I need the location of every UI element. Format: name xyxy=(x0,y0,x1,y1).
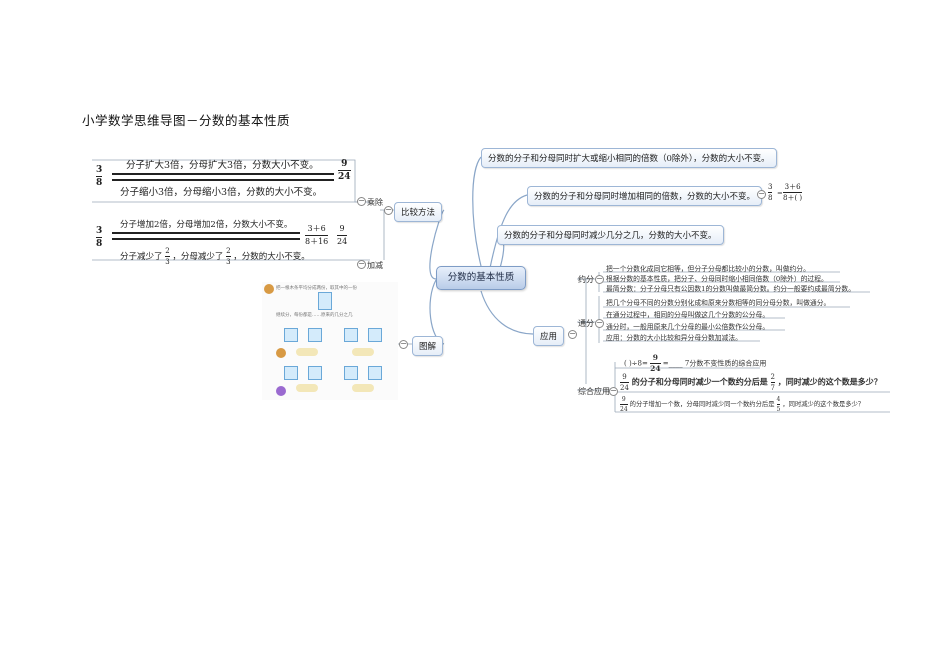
collapse-toggle-application[interactable]: − xyxy=(568,329,577,339)
common-item-4: 应用：分数的大小比较和异分母分数加减法。 xyxy=(606,334,742,342)
mul-div-bottom-text: 分子缩小3倍，分母缩小3倍，分数的大小不变。 xyxy=(120,187,323,198)
branch-reduce[interactable]: 约分 xyxy=(578,275,594,284)
page-title: 小学数学思维导图－分数的基本性质 xyxy=(82,113,291,128)
mul-div-arrow-left xyxy=(112,179,334,181)
illustration-strip xyxy=(318,292,332,310)
add-sub-arrow-right xyxy=(112,232,300,234)
grid-cell xyxy=(308,328,322,342)
grid-cell xyxy=(368,366,382,380)
reduce-item-1: 把一个分数化成同它相等，但分子分母都比较小的分数，叫做约分。 xyxy=(606,265,810,273)
add-sub-arrow-left xyxy=(112,238,300,240)
equation-tag xyxy=(352,384,374,392)
add-sub-top-text: 分子增加2倍，分母增加2倍，分数大小不变。 xyxy=(120,220,293,230)
collapse-toggle-diagram[interactable]: − xyxy=(399,339,408,349)
grid-cell xyxy=(344,366,358,380)
branch-diagram[interactable]: 图解 xyxy=(412,336,444,356)
branch-application[interactable]: 应用 xyxy=(533,326,565,346)
grid-cell xyxy=(368,328,382,342)
equation-tag xyxy=(352,348,374,356)
collapse-toggle-compare[interactable]: − xyxy=(384,205,393,215)
mul-div-arrow-right xyxy=(112,173,334,175)
reduce-item-2: 根据分数的基本性质，把分子、分母同时缩小相同倍数（0除外）的过程。 xyxy=(606,275,828,283)
common-item-3: 通分时，一般用原来几个分母的最小公倍数作公分母。 xyxy=(606,323,770,331)
grid-cell xyxy=(308,366,322,380)
collapse-toggle-common[interactable]: − xyxy=(595,318,604,328)
reduce-item-3: 最简分数：分子分母只有公因数1的分数叫做最简分数。约分一般要约成最简分数。 xyxy=(606,285,856,293)
mul-div-top-text: 分子扩大3倍，分母扩大3倍，分数大小不变。 xyxy=(126,160,319,171)
rule-multiply-divide[interactable]: 分数的分子和分母同时扩大或缩小相同的倍数（0除外），分数的大小不变。 xyxy=(481,148,777,168)
cartoon-character-icon xyxy=(276,348,286,358)
branch-combined-application[interactable]: 综合应用 xyxy=(578,387,610,396)
branch-compare-methods[interactable]: 比较方法 xyxy=(394,202,443,222)
collapse-toggle-mul-div[interactable]: − xyxy=(357,196,366,206)
rule-subtract-same[interactable]: 分数的分子和分母同时减少几分之几，分数的大小不变。 xyxy=(497,225,724,245)
cartoon-character-icon xyxy=(276,386,286,396)
grid-cell xyxy=(344,328,358,342)
collapse-toggle-reduce[interactable]: − xyxy=(595,274,604,284)
central-topic[interactable]: 分数的基本性质 xyxy=(436,266,526,290)
illustration-note: 继续分，每份都是……原来的几分之几 xyxy=(276,313,353,318)
common-item-2: 在通分过程中，相同的分母叫做这几个分数的公分母。 xyxy=(606,311,770,319)
diagram-illustration: 把一根木条平均分成两份，取其中的一份 继续分，每份都是……原来的几分之几 xyxy=(262,282,398,400)
rule-add-same[interactable]: 分数的分子和分母同时增加相同的倍数，分数的大小不变。 xyxy=(527,186,763,206)
common-item-1: 把几个分母不同的分数分别化成和原来分数相等的同分母分数，叫做通分。 xyxy=(606,299,831,307)
branch-mul-div[interactable]: 乘除 xyxy=(367,198,383,207)
collapse-toggle-add-sub[interactable]: − xyxy=(357,259,366,269)
branch-add-sub[interactable]: 加减 xyxy=(367,261,383,270)
grid-cell xyxy=(284,366,298,380)
collapse-toggle-combined[interactable]: − xyxy=(609,386,618,396)
cartoon-character-icon xyxy=(264,284,274,294)
equation-tag xyxy=(296,384,318,392)
branch-common-denominator[interactable]: 通分 xyxy=(578,319,594,328)
rule2-equals: = xyxy=(777,189,783,197)
illustration-heading: 把一根木条平均分成两份，取其中的一份 xyxy=(276,286,357,291)
equation-tag xyxy=(296,348,318,356)
grid-cell xyxy=(284,328,298,342)
collapse-toggle-rule2[interactable]: − xyxy=(757,189,766,199)
